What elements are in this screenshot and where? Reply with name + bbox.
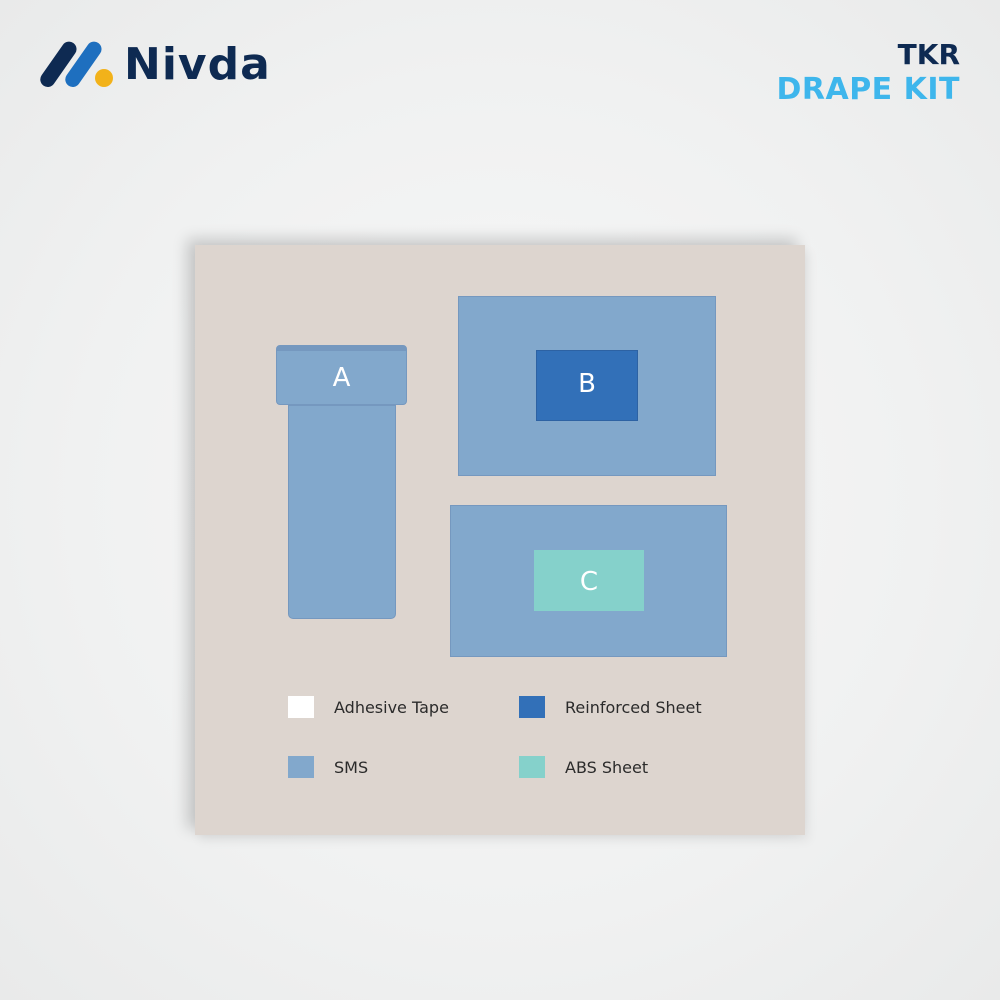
component-a-label: A: [332, 363, 351, 393]
legend-label: Adhesive Tape: [334, 697, 449, 717]
component-c-abs-panel: [534, 550, 644, 611]
component-c-label: C: [579, 567, 599, 597]
drape-diagram: A B C Adhesive Tape Reinforced Sheet SMS…: [195, 245, 805, 835]
legend-item-sms: SMS: [288, 756, 368, 778]
product-title-line1: TKR: [897, 38, 960, 71]
product-title-line2: DRAPE KIT: [776, 72, 960, 107]
component-a-cap: [276, 345, 407, 405]
legend-label: Reinforced Sheet: [565, 697, 702, 717]
product-title: TKR DRAPE KIT: [776, 38, 960, 108]
legend-swatch-dark-blue: [519, 696, 545, 718]
component-a-body: [288, 405, 396, 619]
brand-name: Nivda: [124, 39, 271, 90]
legend-swatch-teal: [519, 756, 545, 778]
legend-label: ABS Sheet: [565, 757, 649, 777]
legend-item-reinforced-sheet: Reinforced Sheet: [519, 696, 702, 718]
legend-swatch-light-blue: [288, 756, 314, 778]
component-b-label: B: [578, 369, 596, 399]
legend-item-adhesive-tape: Adhesive Tape: [288, 696, 449, 718]
component-b-reinforced-panel: [536, 350, 638, 421]
legend-swatch-white: [288, 696, 314, 718]
legend-item-abs-sheet: ABS Sheet: [519, 756, 648, 778]
legend-label: SMS: [334, 757, 369, 777]
nivda-logo-icon: [40, 41, 113, 87]
brand-logo: Nivda: [40, 40, 271, 90]
